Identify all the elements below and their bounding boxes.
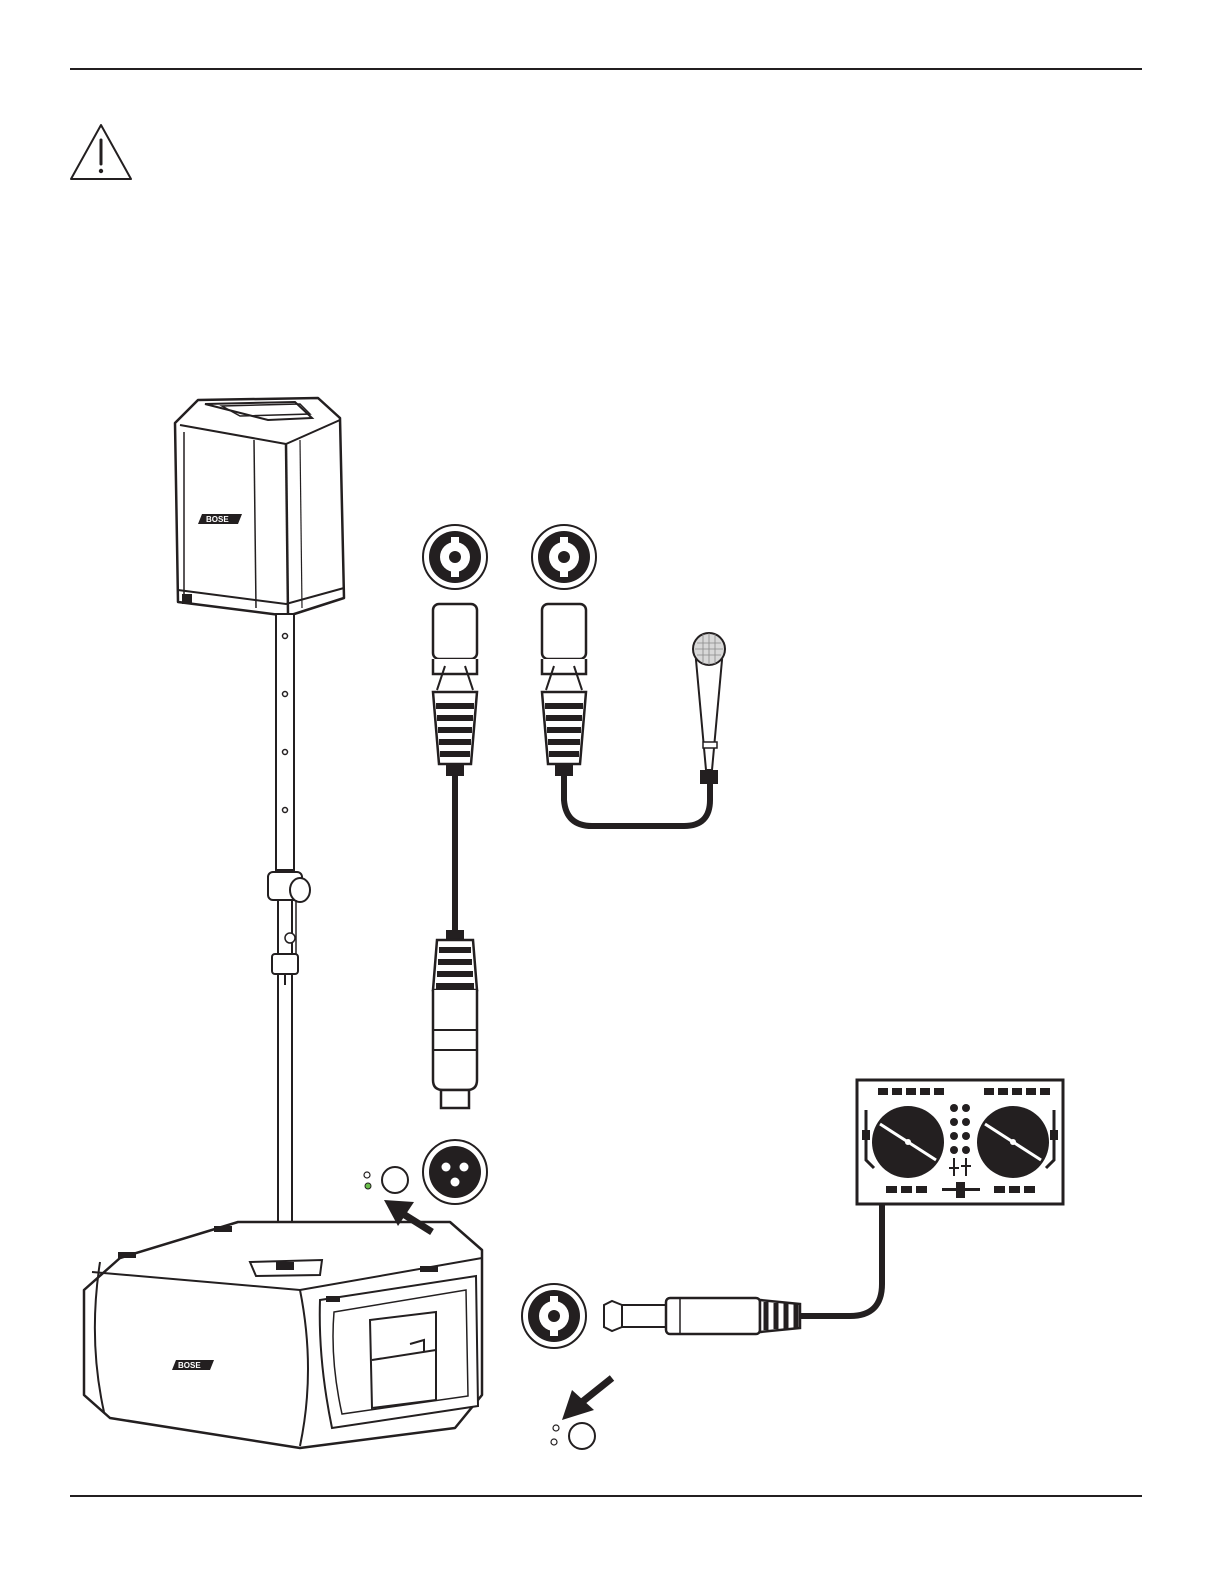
dj-controller <box>857 1080 1063 1204</box>
trim-button[interactable] <box>569 1423 595 1449</box>
dj-cable <box>800 1204 882 1316</box>
input-jack-3[interactable] <box>522 1284 586 1348</box>
led-indicator-lower-1 <box>553 1425 559 1431</box>
speaker-array: BOSE <box>175 398 344 616</box>
microphone-cable <box>564 776 710 826</box>
dynamic-microphone <box>693 633 725 784</box>
bass-logo-text: BOSE <box>178 1361 201 1370</box>
warning-triangle-icon <box>68 122 134 182</box>
arrow-indicator-lower <box>562 1378 612 1420</box>
xlr-female-plug <box>433 930 477 1108</box>
led-indicator-green <box>365 1183 371 1189</box>
led-indicator-lower-2 <box>551 1439 557 1445</box>
extension-pole <box>268 614 310 1260</box>
led-indicator-off <box>364 1172 370 1178</box>
power-button[interactable] <box>382 1167 408 1193</box>
bass-module: BOSE <box>84 1222 482 1448</box>
xlr-male-plug-2 <box>542 604 586 776</box>
xlr-output-jack[interactable] <box>423 1140 487 1204</box>
quarter-inch-trs-plug <box>604 1298 800 1334</box>
top-rule <box>70 68 1142 70</box>
speaker-logo-text: BOSE <box>206 515 229 524</box>
input-jack-2[interactable] <box>532 525 596 589</box>
input-jack-1[interactable] <box>423 525 487 589</box>
xlr-male-plug-1 <box>433 604 477 776</box>
bottom-rule <box>70 1495 1142 1497</box>
connection-diagram: BOSE <box>0 380 1224 1470</box>
